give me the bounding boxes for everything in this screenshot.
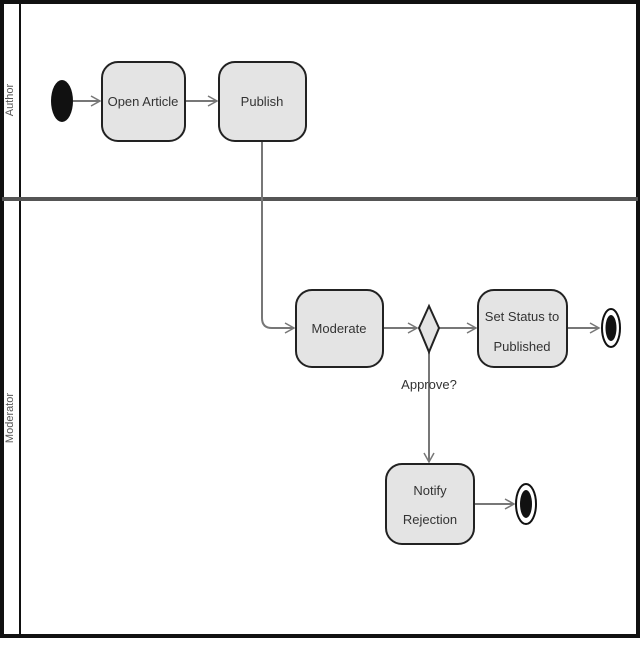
- action-publish: Publish: [218, 61, 307, 142]
- action-notify-rejection-label-line2: Rejection: [403, 512, 457, 527]
- action-set-status-label-line2: Published: [493, 339, 550, 354]
- initial-node: [51, 80, 73, 122]
- lane-author-label: Author: [4, 83, 16, 116]
- action-open-article: Open Article: [101, 61, 186, 142]
- action-notify-rejection-label-line1: Notify: [413, 483, 447, 498]
- action-open-article-label: Open Article: [108, 94, 179, 109]
- action-moderate-label: Moderate: [312, 321, 367, 336]
- decision-node: Approve?: [401, 303, 457, 392]
- action-set-status: Set Status to Published: [477, 289, 568, 368]
- final-node-rejected: [515, 483, 537, 525]
- final-node-published: [601, 308, 621, 348]
- lane-author: Author: [4, 83, 16, 116]
- lane-moderator: Moderator: [4, 393, 16, 443]
- lane-moderator-label: Moderator: [4, 393, 16, 443]
- action-set-status-label-line1: Set Status to: [485, 309, 559, 324]
- action-notify-rejection: Notify Rejection: [385, 463, 475, 545]
- action-publish-label: Publish: [241, 94, 284, 109]
- decision-label: Approve?: [401, 377, 457, 392]
- edges: [73, 95, 601, 510]
- edge-publish-to-moderate: [261, 141, 296, 334]
- action-moderate: Moderate: [295, 289, 384, 368]
